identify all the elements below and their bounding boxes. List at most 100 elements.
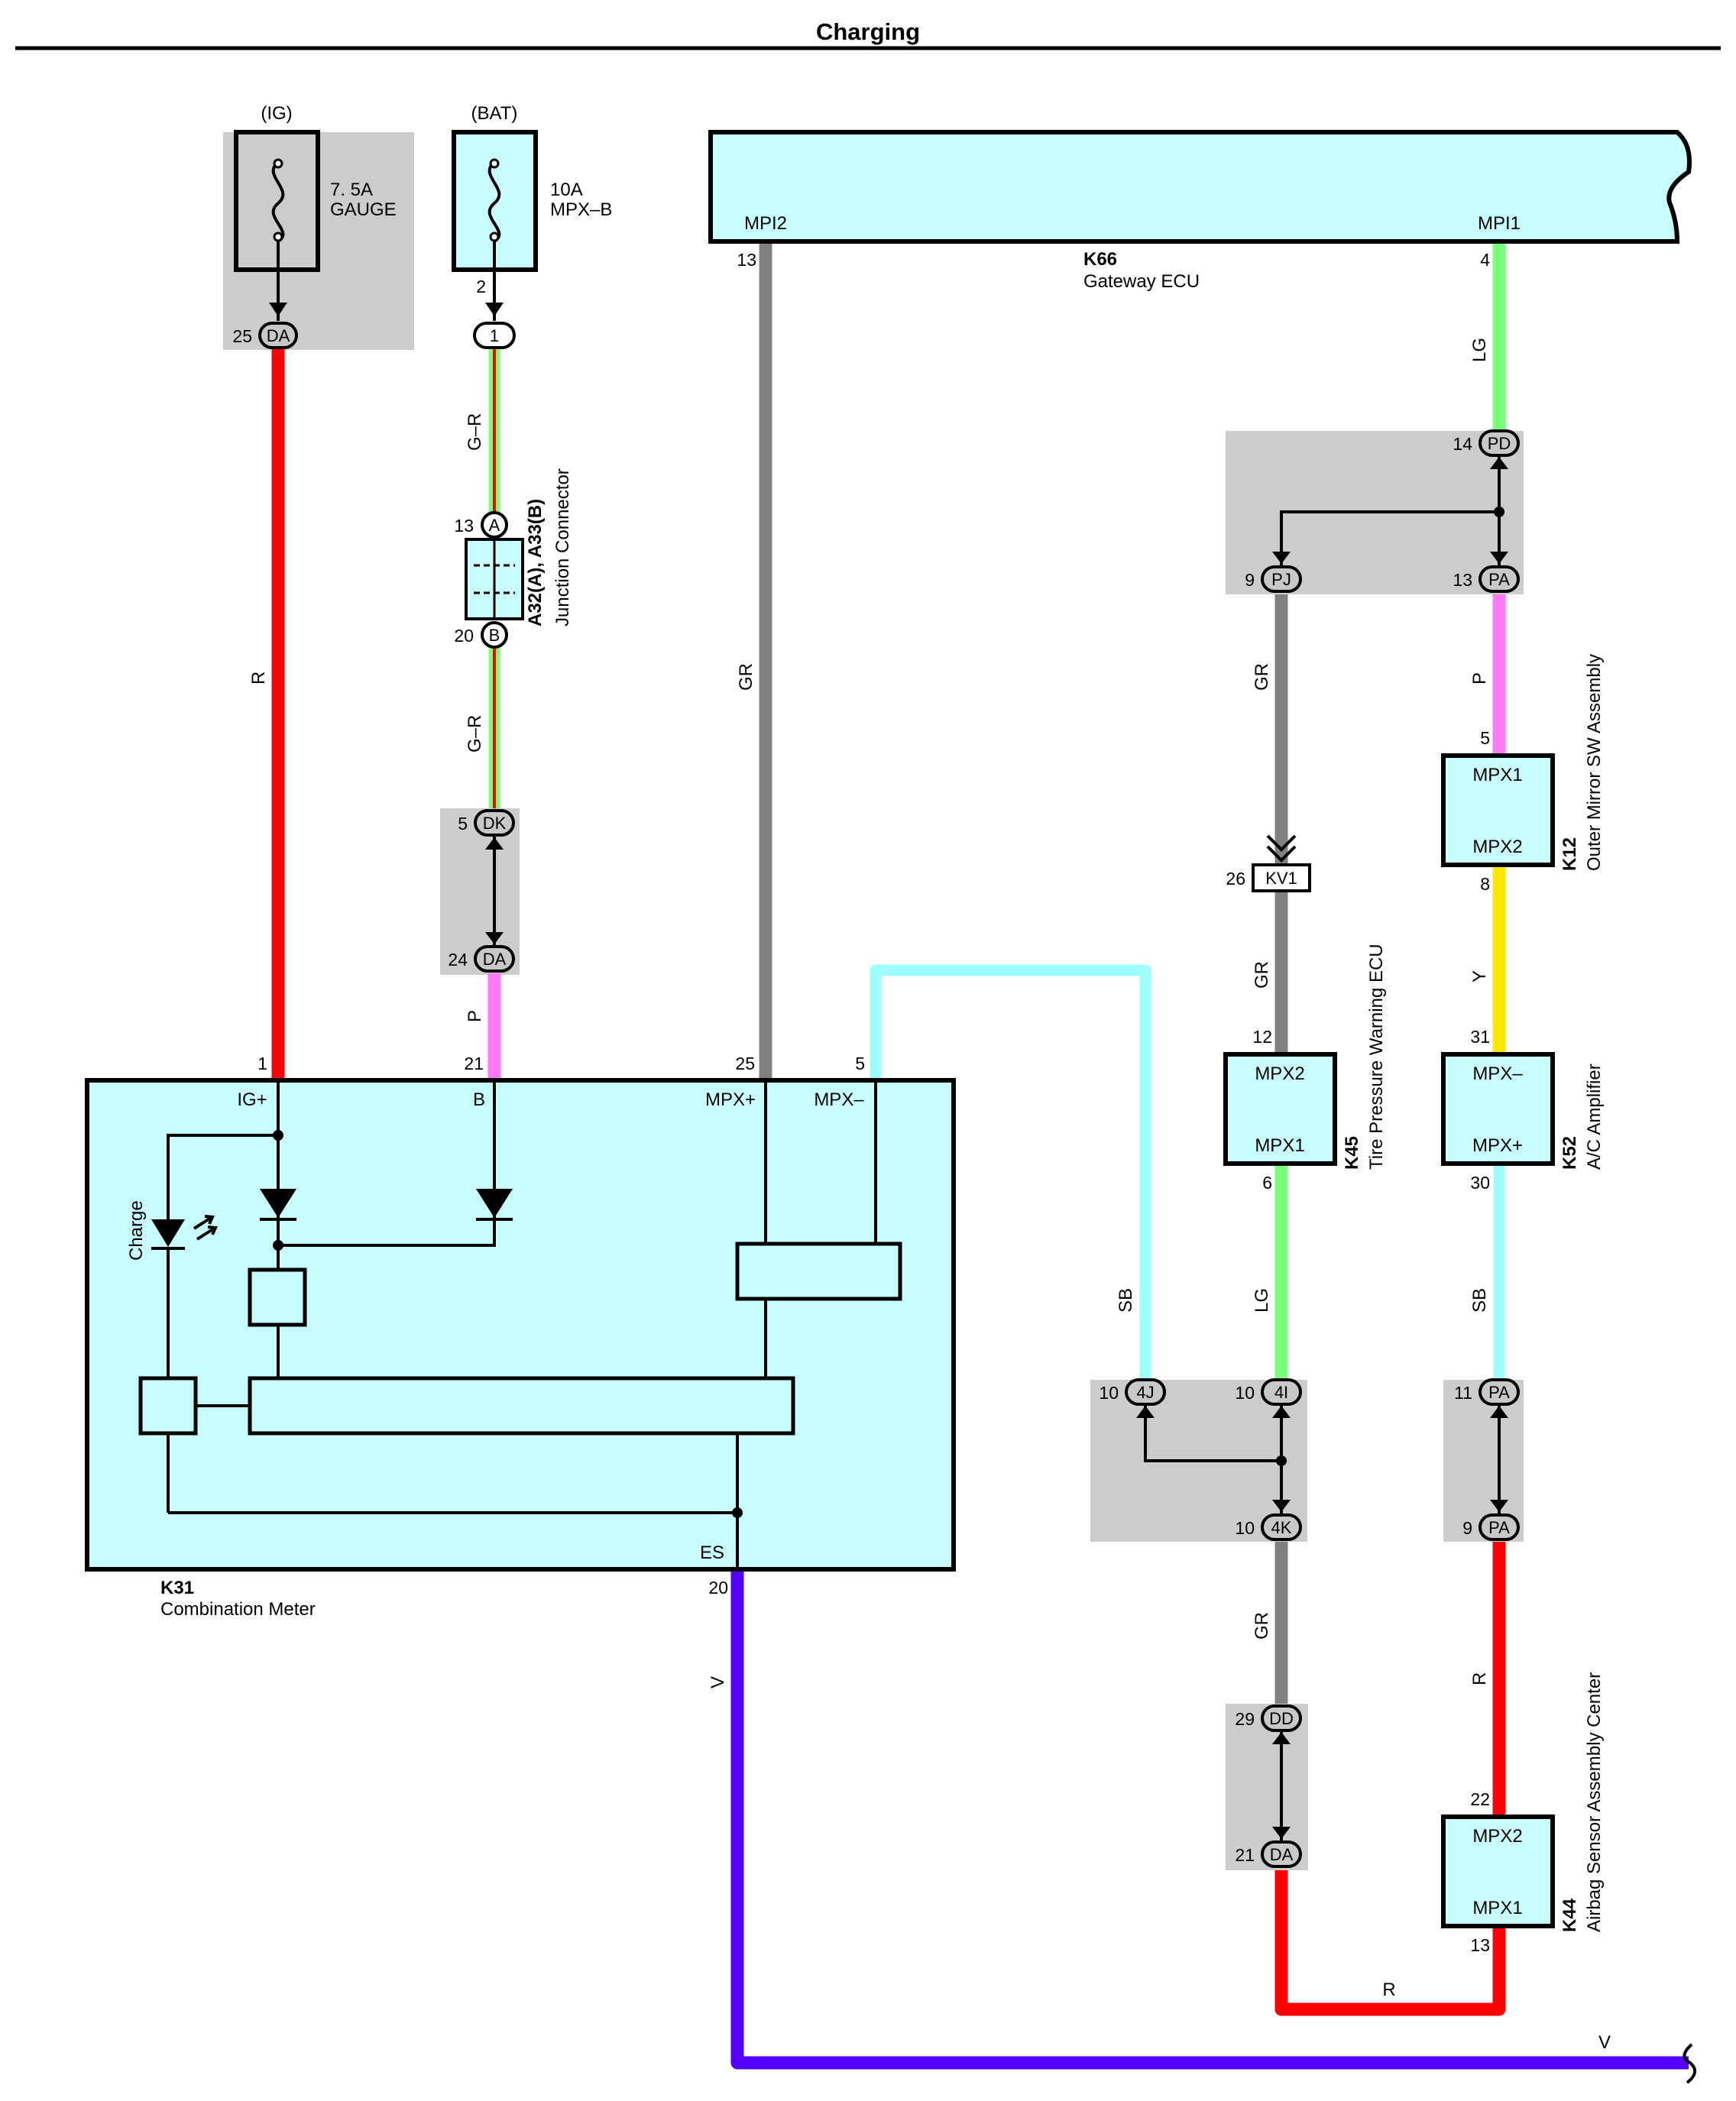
pin-1-k31: 1 bbox=[257, 1054, 267, 1073]
pin-13-k44: 13 bbox=[1470, 1935, 1490, 1955]
code-g-r-bottom: G–R bbox=[465, 715, 485, 753]
connector-a-label: A bbox=[489, 516, 500, 535]
pin-13-pa: 13 bbox=[1453, 570, 1472, 590]
pin-21-k31: 21 bbox=[464, 1054, 484, 1073]
svg-text:PA: PA bbox=[1488, 1518, 1510, 1537]
fuse-gauge-rating: 7. 5A bbox=[330, 180, 373, 200]
pin-10-4i: 10 bbox=[1235, 1383, 1255, 1403]
pin-20-b: 20 bbox=[454, 626, 474, 646]
wire-code-labels: R G–R G–R P GR LG GR P GR Y SB LG SB GR … bbox=[248, 338, 1611, 2053]
svg-text:1: 1 bbox=[490, 326, 499, 345]
wires bbox=[271, 241, 1689, 2070]
pin-25-da: 25 bbox=[232, 326, 252, 346]
junction-connector-a32-a33: A B 13 20 A32(A), A33(B) Junction Connec… bbox=[454, 468, 573, 649]
code-sb-k31: SB bbox=[1116, 1288, 1136, 1313]
charge-led-label: Charge bbox=[126, 1200, 147, 1261]
connector-da-ig bbox=[258, 322, 298, 349]
fuse-gauge: (IG) 7. 5A GAUGE bbox=[234, 103, 397, 321]
code-sb-k52: SB bbox=[1469, 1288, 1490, 1313]
diode-ig bbox=[260, 1189, 296, 1218]
svg-text:PD: PD bbox=[1488, 434, 1511, 453]
pin-22-k44: 22 bbox=[1470, 1789, 1490, 1809]
k31-pin-es: ES bbox=[700, 1543, 724, 1563]
svg-text:PA: PA bbox=[1488, 570, 1510, 589]
wire-v-es bbox=[730, 1571, 1689, 2070]
pin-13-k66: 13 bbox=[737, 250, 756, 270]
charge-led bbox=[151, 1219, 185, 1247]
code-v-left: V bbox=[708, 1676, 728, 1688]
fuse-gauge-name: GAUGE bbox=[330, 199, 397, 220]
connector-ovals: DA 25 1 2 DK 5 DA 24 PD 14 PJ 9 PA 13 KV… bbox=[232, 277, 1520, 1868]
code-gr-pj: GR bbox=[1252, 663, 1272, 691]
k12-name: Outer Mirror SW Assembly bbox=[1584, 654, 1605, 871]
code-gr-k66: GR bbox=[736, 663, 756, 691]
junction-pin-b bbox=[481, 621, 508, 649]
pin-10-4k: 10 bbox=[1235, 1518, 1255, 1538]
k31-pin-ig: IG+ bbox=[237, 1089, 267, 1110]
code-gr-kv1: GR bbox=[1252, 961, 1272, 989]
pin-30-k52: 30 bbox=[1470, 1173, 1490, 1193]
k52-name: A/C Amplifier bbox=[1584, 1063, 1605, 1170]
pin-31-k52: 31 bbox=[1470, 1027, 1490, 1047]
wire-break-symbol bbox=[1683, 2043, 1696, 2084]
code-y-k12: Y bbox=[1469, 970, 1490, 983]
svg-text:MPX+: MPX+ bbox=[1472, 1135, 1523, 1156]
pin-11-pa: 11 bbox=[1454, 1383, 1472, 1403]
pin-13-a: 13 bbox=[454, 516, 474, 536]
fuse-gauge-source: (IG) bbox=[261, 103, 292, 124]
code-g-r-top: G–R bbox=[465, 413, 485, 451]
k31-pin-mpxp: MPX+ bbox=[705, 1089, 756, 1110]
k31-box bbox=[85, 1078, 956, 1572]
k12-code: K12 bbox=[1559, 837, 1580, 871]
fuse-mpx-b-rating: 10A bbox=[550, 180, 583, 200]
svg-text:PJ: PJ bbox=[1271, 570, 1291, 589]
svg-text:DK: DK bbox=[483, 814, 507, 833]
connector-1 bbox=[473, 322, 516, 349]
pin-4-k66: 4 bbox=[1480, 250, 1490, 270]
wire-r-k44-loop bbox=[1274, 1870, 1506, 2016]
pin-20-k31: 20 bbox=[708, 1578, 728, 1598]
code-r-bottom: R bbox=[1382, 1980, 1395, 2000]
pin-6-k45: 6 bbox=[1262, 1173, 1272, 1193]
k44-code: K44 bbox=[1559, 1898, 1580, 1932]
code-p-left: P bbox=[465, 1010, 485, 1022]
k31-code: K31 bbox=[160, 1578, 194, 1598]
code-v-bottom: V bbox=[1598, 2032, 1611, 2053]
pin-29-dd: 29 bbox=[1235, 1709, 1255, 1729]
k31-name: Combination Meter bbox=[160, 1599, 316, 1620]
svg-text:MPX2: MPX2 bbox=[1472, 837, 1522, 857]
pin-25-k31: 25 bbox=[735, 1054, 755, 1073]
svg-text:4I: 4I bbox=[1274, 1383, 1288, 1402]
diode-b bbox=[476, 1189, 513, 1218]
connector-kv1 bbox=[1252, 863, 1311, 892]
k12-outer-mirror-sw: MPX1 MPX2 K12 Outer Mirror SW Assembly 5… bbox=[1441, 654, 1605, 894]
pin-10-4j: 10 bbox=[1099, 1383, 1119, 1403]
k44-airbag-sensor: MPX2 MPX1 K44 Airbag Sensor Assembly Cen… bbox=[1441, 1672, 1605, 1955]
svg-text:MPX2: MPX2 bbox=[1472, 1826, 1522, 1847]
svg-text:MPX1: MPX1 bbox=[1472, 765, 1522, 785]
svg-text:MPX–: MPX– bbox=[1472, 1063, 1523, 1084]
pin-14-pd: 14 bbox=[1453, 434, 1472, 454]
a32-name: Junction Connector bbox=[552, 468, 573, 626]
svg-text:PA: PA bbox=[1488, 1383, 1510, 1402]
k45-name: Tire Pressure Warning ECU bbox=[1366, 944, 1387, 1170]
k66-pin-mpi1: MPI1 bbox=[1478, 213, 1521, 234]
code-lg-top: LG bbox=[1469, 338, 1490, 362]
k44-name: Airbag Sensor Assembly Center bbox=[1584, 1672, 1605, 1932]
pin-8-k12: 8 bbox=[1480, 874, 1490, 894]
code-r-k44: R bbox=[1469, 1672, 1490, 1685]
svg-text:DD: DD bbox=[1269, 1709, 1294, 1728]
k66-pin-mpi2: MPI2 bbox=[744, 213, 787, 234]
k52-ac-amplifier: MPX– MPX+ K52 A/C Amplifier 31 30 bbox=[1441, 1027, 1605, 1193]
k66-gateway-ecu: MPI2 MPI1 K66 Gateway ECU 13 4 bbox=[708, 130, 1692, 292]
k66-name: Gateway ECU bbox=[1083, 271, 1200, 292]
pin-9-pj: 9 bbox=[1245, 570, 1255, 590]
k66-code: K66 bbox=[1083, 249, 1117, 270]
code-p-pa: P bbox=[1469, 672, 1490, 685]
svg-text:MPX1: MPX1 bbox=[1255, 1135, 1304, 1156]
pin-2: 2 bbox=[476, 277, 486, 296]
page-title: Charging bbox=[816, 18, 920, 45]
svg-text:DA: DA bbox=[267, 326, 290, 345]
splice-links bbox=[485, 455, 1508, 1842]
pin-21-da: 21 bbox=[1235, 1845, 1255, 1865]
